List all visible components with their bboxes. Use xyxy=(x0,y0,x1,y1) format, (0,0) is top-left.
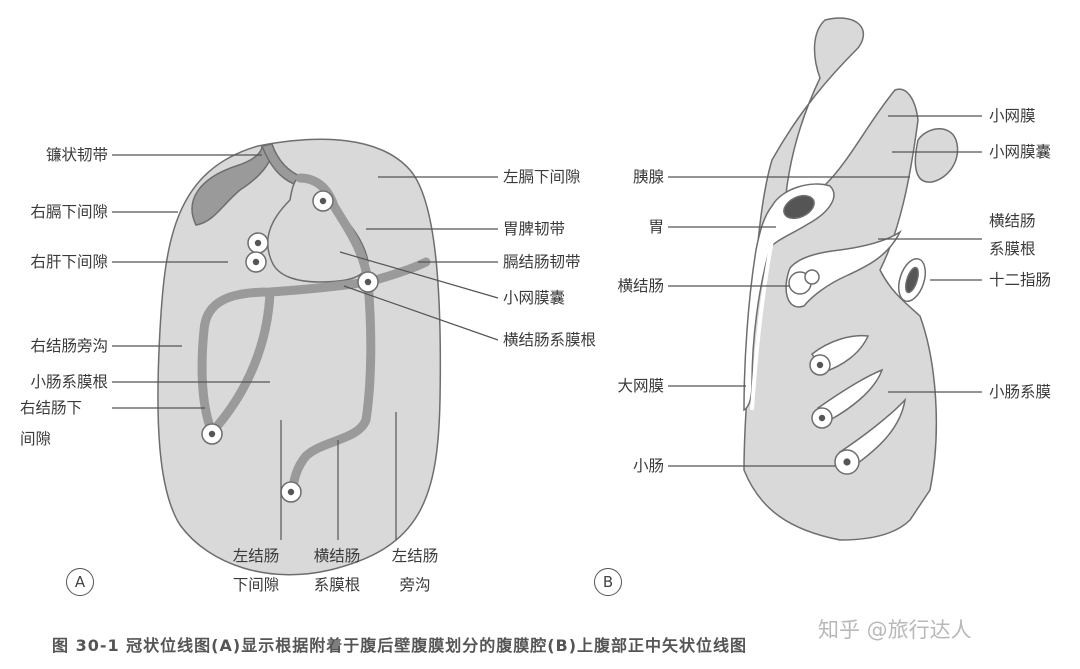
panel-a-diagram xyxy=(112,138,499,576)
label-left-infracolic-space-line1: 左结肠 xyxy=(232,547,280,565)
label-tmc-root-b-line1: 横结肠 xyxy=(989,212,1036,230)
label-right-infracolic-space-line1: 右结肠下 xyxy=(20,399,83,417)
figure-caption: 图 30-1 冠状位线图(A)显示根据附着于腹后壁腹膜划分的腹膜腔(B)上腹部正… xyxy=(52,636,748,655)
panel-a-marker: A xyxy=(66,568,94,596)
panel-a-leader-lines xyxy=(112,154,499,540)
label-right-subphrenic-space: 右膈下间隙 xyxy=(30,203,108,221)
panel-b-leader-lines xyxy=(668,115,982,467)
label-pancreas: 胰腺 xyxy=(632,168,664,186)
label-falciform-ligament: 镰状韧带 xyxy=(45,146,108,164)
label-left-infracolic-space-line2: 下间隙 xyxy=(232,576,280,594)
label-lesser-sac-a: 小网膜囊 xyxy=(503,289,566,307)
label-left-paracolic-gutter-line1: 左结肠 xyxy=(391,547,439,565)
label-tmc-root-line1: 横结肠 xyxy=(313,547,361,565)
label-transverse-mesocolon-root-a: 横结肠系膜根 xyxy=(503,331,597,349)
label-small-bowel-mesentery: 小肠系膜 xyxy=(989,383,1052,401)
watermark: 知乎 @旅行达人 xyxy=(818,618,972,642)
label-right-paracolic-gutter: 右结肠旁沟 xyxy=(30,337,108,355)
label-phrenicocolic-ligament: 膈结肠韧带 xyxy=(503,253,581,271)
stomach-wall xyxy=(743,183,835,412)
label-tmc-root-b-line2: 系膜根 xyxy=(989,240,1036,258)
label-duodenum: 十二指肠 xyxy=(989,271,1052,289)
label-stomach: 胃 xyxy=(648,218,664,236)
label-small-intestine: 小肠 xyxy=(632,457,664,475)
label-greater-omentum: 大网膜 xyxy=(617,377,664,395)
abdominal-cavity-outline xyxy=(157,138,442,576)
ligament-bands xyxy=(197,173,431,497)
label-right-subhepatic-space: 右肝下间隙 xyxy=(30,253,108,271)
label-small-bowel-mesentery-root: 小肠系膜根 xyxy=(30,373,108,391)
label-tmc-root-line2: 系膜根 xyxy=(313,576,361,594)
greater-omentum xyxy=(750,229,776,411)
panel-b-diagram xyxy=(668,17,982,541)
lesser-sac-pouch xyxy=(914,128,959,183)
label-lesser-omentum: 小网膜 xyxy=(989,107,1036,125)
label-left-subphrenic-space: 左膈下间隙 xyxy=(503,168,581,186)
mesentery-folds xyxy=(810,334,907,467)
panel-b-marker: B xyxy=(594,568,622,596)
label-transverse-colon: 横结肠 xyxy=(617,277,664,295)
label-lesser-sac-b: 小网膜囊 xyxy=(989,143,1052,161)
stomach-lumen xyxy=(783,194,815,220)
label-gastrosplenic-ligament: 胃脾韧带 xyxy=(503,220,566,238)
label-right-infracolic-space-line2: 间隙 xyxy=(20,430,52,448)
transverse-colon-band xyxy=(785,229,902,308)
label-left-paracolic-gutter-line2: 旁沟 xyxy=(399,576,431,594)
